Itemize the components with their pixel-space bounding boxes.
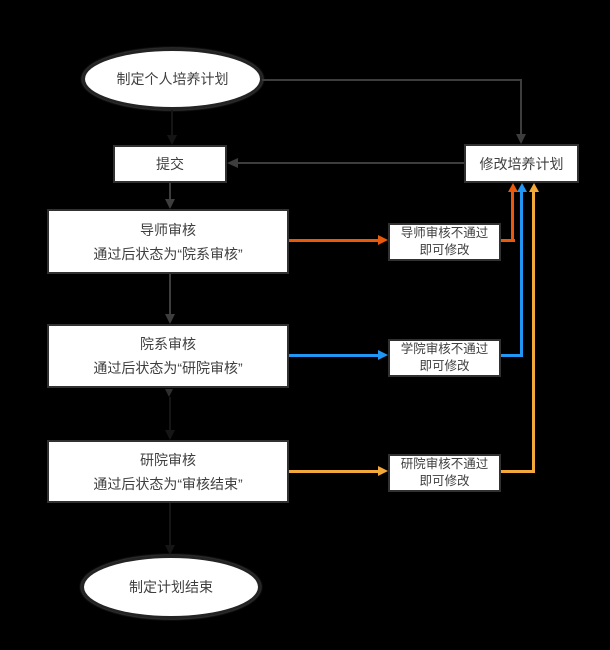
- arrowhead-below-department: [165, 389, 173, 397]
- connector-department-to-gradschool: [169, 397, 171, 431]
- connector-department-to-collegereject: [289, 354, 378, 357]
- node-submit-label: 提交: [156, 156, 184, 172]
- connector-gradschoolreject-to-modify-v: [532, 191, 535, 473]
- node-start: 制定个人培养计划: [82, 48, 263, 110]
- arrowhead-orange-into-modify-bottom: [508, 183, 518, 192]
- node-college-reject-line1: 学院审核不通过: [400, 342, 489, 356]
- node-college-reject: 学院审核不通过 即可修改: [388, 339, 501, 377]
- arrowhead-into-mentor-top: [165, 199, 175, 209]
- node-mentor-review-line1: 导师审核: [140, 221, 196, 238]
- node-end: 制定计划结束: [81, 555, 261, 619]
- node-mentor-reject: 导师审核不通过 即可修改: [388, 223, 501, 261]
- node-gradschool-reject-line1: 研院审核不通过: [400, 457, 489, 471]
- connector-collegereject-to-modify-v: [520, 191, 523, 357]
- node-mentor-reject-line1: 导师审核不通过: [400, 226, 489, 240]
- node-college-reject-line2: 即可修改: [419, 359, 470, 373]
- connector-gradschool-to-gradschoolreject: [289, 470, 378, 473]
- arrowhead-into-gradschoolreject-left: [378, 466, 388, 476]
- arrowhead-into-modify-top: [516, 134, 526, 144]
- node-end-label: 制定计划结束: [129, 579, 213, 595]
- arrowhead-into-submit-top: [167, 135, 177, 145]
- node-mentor-review-line2: 通过后状态为“院系审核”: [93, 245, 243, 262]
- arrowhead-into-gradschool-top: [165, 430, 175, 440]
- connector-modify-to-submit: [238, 162, 464, 164]
- connector-mentorreject-to-modify-v: [511, 191, 514, 242]
- node-gradschool-review-line1: 研院审核: [140, 451, 196, 468]
- node-department-review: 院系审核 通过后状态为“研院审核”: [47, 324, 289, 388]
- node-gradschool-review: 研院审核 通过后状态为“审核结束”: [47, 440, 289, 503]
- arrowhead-into-submit-right: [227, 158, 238, 168]
- arrowhead-into-mentorreject-left: [378, 235, 388, 245]
- arrowhead-amber-into-modify-bottom: [529, 183, 539, 192]
- connector-start-to-submit: [171, 110, 173, 136]
- node-modify-plan: 修改培养计划: [464, 144, 579, 183]
- connector-collegereject-to-modify-h: [501, 354, 523, 357]
- node-gradschool-reject-line2: 即可修改: [419, 474, 470, 488]
- node-modify-plan-label: 修改培养计划: [479, 155, 564, 172]
- node-start-label: 制定个人培养计划: [116, 71, 229, 87]
- connector-submit-to-mentor: [169, 183, 171, 200]
- node-submit: 提交: [113, 145, 227, 183]
- arrowhead-into-collegereject-left: [378, 350, 388, 360]
- connector-start-to-modify-v: [520, 79, 522, 135]
- arrowhead-into-department-top: [165, 314, 175, 324]
- node-gradschool-reject: 研院审核不通过 即可修改: [388, 454, 501, 492]
- node-mentor-reject-line2: 即可修改: [419, 243, 470, 257]
- node-department-review-line2: 通过后状态为“研院审核”: [93, 360, 243, 376]
- connector-mentorreject-to-modify-h: [501, 239, 515, 242]
- node-gradschool-review-line2: 通过后状态为“审核结束”: [93, 475, 243, 492]
- connector-gradschool-to-end: [169, 503, 171, 546]
- connector-mentor-to-mentorreject: [289, 239, 378, 242]
- node-mentor-review: 导师审核 通过后状态为“院系审核”: [47, 209, 289, 274]
- connector-mentor-to-department: [169, 274, 171, 315]
- connector-start-to-modify-h: [262, 79, 522, 81]
- arrowhead-blue-into-modify-bottom: [517, 183, 527, 192]
- connector-gradschoolreject-to-modify-h: [501, 470, 535, 473]
- arrowhead-into-end-top: [165, 545, 175, 555]
- node-department-review-line1: 院系审核: [140, 336, 196, 352]
